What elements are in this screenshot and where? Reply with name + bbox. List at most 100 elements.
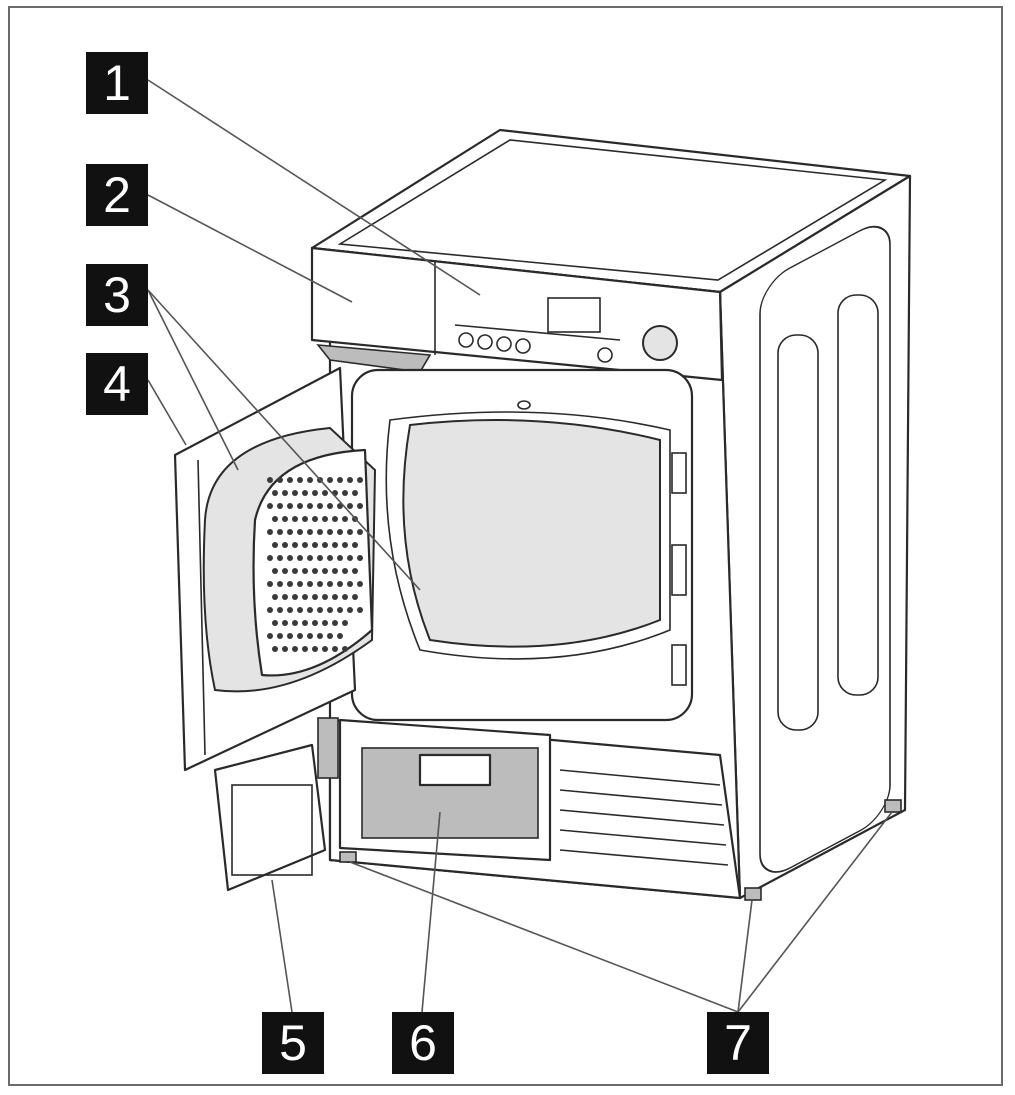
filter-hole <box>272 490 278 496</box>
filter-hole <box>327 503 333 509</box>
filter-hole <box>347 477 353 483</box>
filter-hole <box>267 581 273 587</box>
filter-hole <box>337 581 343 587</box>
callout-4: 4 <box>86 353 148 415</box>
filter-hole <box>292 568 298 574</box>
filter-hole <box>297 477 303 483</box>
filter-hole <box>307 581 313 587</box>
filter-hole <box>302 594 308 600</box>
filter-hole <box>337 555 343 561</box>
filter-hole <box>317 529 323 535</box>
leader-line-4 <box>147 379 187 446</box>
vent-line <box>559 769 721 786</box>
filter-hole <box>317 503 323 509</box>
filter-hole <box>352 594 358 600</box>
filter-hole <box>322 646 328 652</box>
filter-hole <box>312 620 318 626</box>
filter-hole <box>292 542 298 548</box>
filter-hole <box>307 529 313 535</box>
control-panel <box>310 246 724 382</box>
callout-2: 2 <box>86 164 148 226</box>
filter-hole <box>267 503 273 509</box>
filter-hole <box>287 529 293 535</box>
filter-hole <box>287 581 293 587</box>
filter-hole <box>312 516 318 522</box>
filter-hole <box>277 607 283 613</box>
filter-hole <box>277 633 283 639</box>
filter-hole <box>337 529 343 535</box>
filter-hole <box>277 477 283 483</box>
filter-hole <box>277 581 283 587</box>
leader-line-7b <box>737 899 753 1013</box>
filter-hole <box>287 477 293 483</box>
filter-hole <box>342 542 348 548</box>
side-vent-left <box>777 334 819 731</box>
filter-hole <box>322 568 328 574</box>
filter-hole <box>327 607 333 613</box>
vent-line <box>559 809 725 826</box>
filter-hole <box>322 490 328 496</box>
leader-line-6 <box>421 811 441 1013</box>
filter-hole <box>302 568 308 574</box>
filter-hole <box>312 490 318 496</box>
filter-hole <box>282 620 288 626</box>
filter-hole <box>352 490 358 496</box>
leader-line-7a <box>349 861 739 1013</box>
filter-hole <box>342 646 348 652</box>
plinth-flap <box>213 743 327 892</box>
filter-hole <box>312 646 318 652</box>
filter-hole <box>307 503 313 509</box>
filter-hole <box>297 555 303 561</box>
filter-hole <box>322 516 328 522</box>
filter-hole <box>297 503 303 509</box>
filter-hole <box>322 620 328 626</box>
door-edge <box>197 459 206 756</box>
filter-hole <box>282 646 288 652</box>
filter-hole <box>282 542 288 548</box>
filter-hole <box>297 633 303 639</box>
filter-hole <box>322 542 328 548</box>
dryer-top-inner <box>337 139 888 281</box>
leader-line-3a <box>147 289 239 471</box>
filter-hole <box>267 477 273 483</box>
callout-7: 7 <box>707 1012 769 1074</box>
filter-hole <box>347 529 353 535</box>
filter-hole <box>287 633 293 639</box>
vent-line <box>559 789 723 806</box>
heat-exchanger-handle <box>418 753 492 787</box>
filter-hole <box>282 594 288 600</box>
callout-5: 5 <box>262 1012 324 1074</box>
filter-hole <box>357 555 363 561</box>
plinth-flap-grille <box>231 784 313 876</box>
filter-hole <box>327 555 333 561</box>
flap-clip <box>317 717 339 779</box>
dryer-side <box>718 174 912 900</box>
filter-hole <box>307 607 313 613</box>
side-vent-right <box>837 294 879 696</box>
filter-hole <box>287 555 293 561</box>
filter-hole <box>292 490 298 496</box>
leader-line-2 <box>147 194 353 303</box>
panel-indicator-row <box>454 324 621 341</box>
filter-hole <box>317 581 323 587</box>
filter-hole <box>292 594 298 600</box>
vent-line <box>559 849 729 866</box>
filter-hole <box>357 607 363 613</box>
filter-hole <box>347 581 353 587</box>
filter-hole <box>337 607 343 613</box>
filter-hole <box>292 646 298 652</box>
filter-hole <box>317 607 323 613</box>
filter-hole <box>307 477 313 483</box>
filter-hole <box>267 607 273 613</box>
callout-1: 1 <box>86 52 148 114</box>
drum-rim <box>385 411 671 660</box>
door-latch <box>671 544 687 596</box>
filter-hole <box>277 529 283 535</box>
panel-button <box>515 338 531 354</box>
filter-hole <box>357 477 363 483</box>
filter-hole <box>337 633 343 639</box>
filter-hole <box>332 594 338 600</box>
callout-3: 3 <box>86 264 148 326</box>
filter-hole <box>337 477 343 483</box>
filter-hole <box>287 503 293 509</box>
